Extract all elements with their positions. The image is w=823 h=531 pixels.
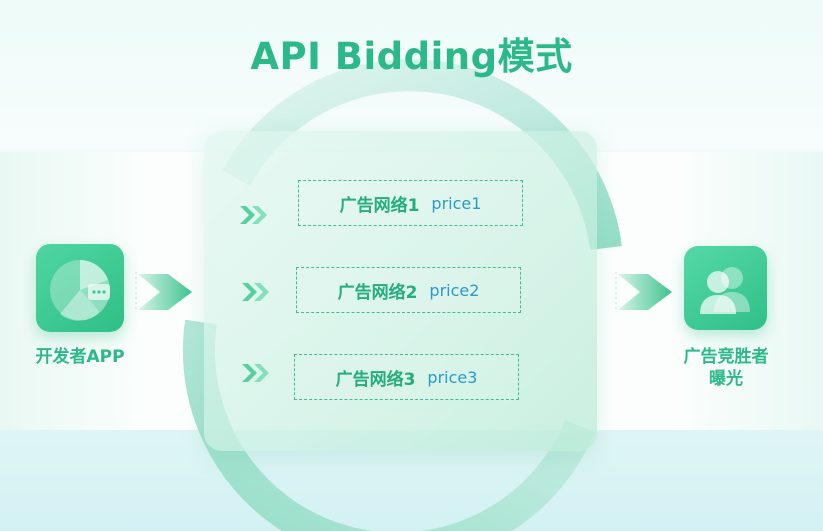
- ad-network-box-3: 广告网络3 price3: [294, 354, 519, 400]
- ad-network-name: 广告网络3: [335, 369, 416, 390]
- arrow-right-icon: [615, 272, 672, 312]
- winner-label-line2: 曝光: [709, 369, 743, 389]
- winner-label: 广告竞胜者 曝光: [660, 346, 792, 390]
- chevron-right-icon: [242, 364, 269, 382]
- ad-network-name: 广告网络1: [339, 195, 420, 216]
- chevron-right-icon: [242, 283, 269, 301]
- ad-network-name: 广告网络2: [337, 282, 418, 303]
- ad-network-price: price3: [427, 367, 478, 387]
- ad-network-price: price1: [431, 193, 482, 213]
- ad-network-price: price2: [429, 280, 480, 300]
- arrow-right-icon: [135, 272, 192, 312]
- users-icon: [700, 267, 750, 314]
- ad-network-box-2: 广告网络2 price2: [296, 267, 521, 313]
- winner-label-line1: 广告竞胜者: [683, 347, 769, 367]
- ad-network-panel: [204, 131, 597, 451]
- winner-icon: [684, 246, 767, 330]
- developer-app-icon: [36, 244, 124, 332]
- chevron-right-icon: [240, 206, 267, 224]
- page-title: API Bidding模式: [250, 35, 573, 78]
- pie-chart-icon: [50, 260, 110, 321]
- developer-app-label: 开发者APP: [35, 347, 125, 367]
- ad-network-box-1: 广告网络1 price1: [298, 180, 523, 226]
